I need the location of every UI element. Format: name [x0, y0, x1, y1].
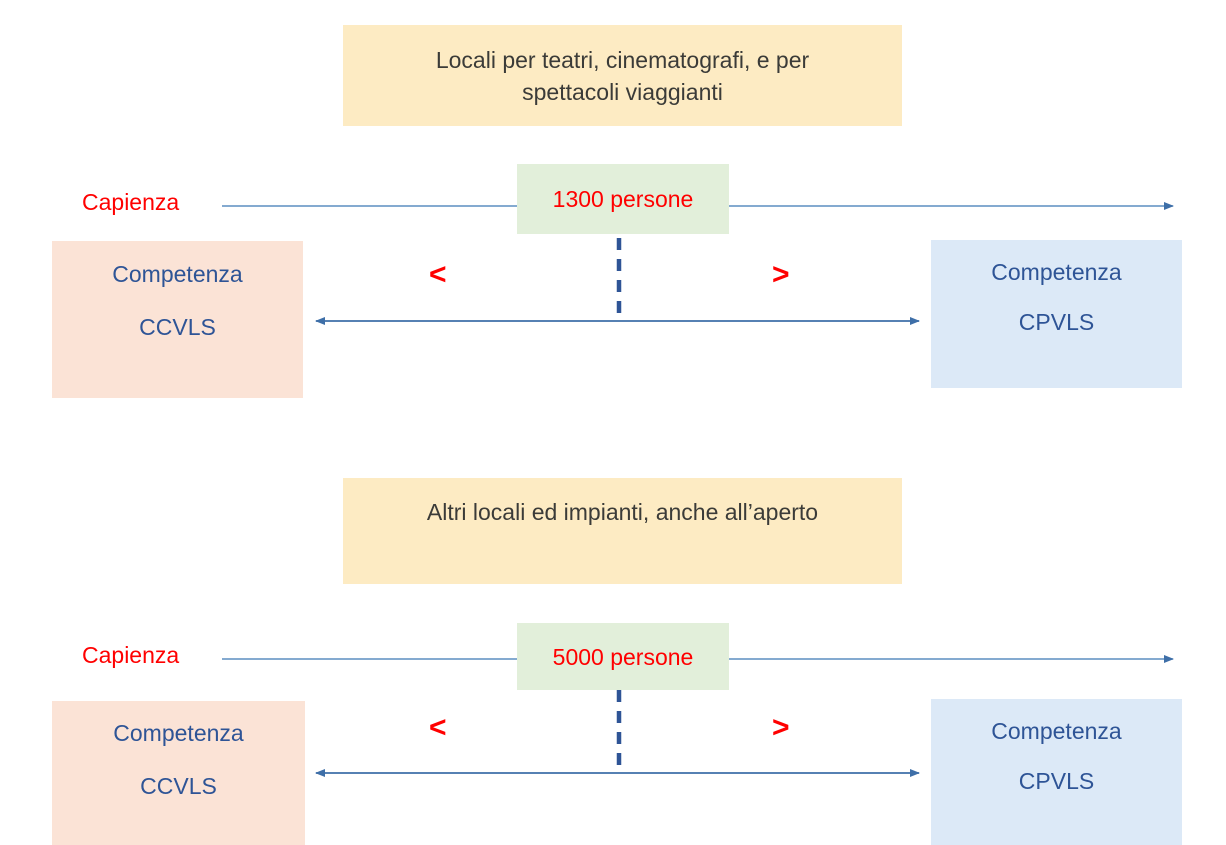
competence-right-line1-1: Competenza	[991, 259, 1122, 285]
competence-left-line2-2: CCVLS	[140, 773, 217, 799]
competence-left-box-1: Competenza CCVLS	[52, 241, 303, 398]
capacity-threshold-2: 5000 persone	[552, 643, 694, 670]
comparison-greater-2: >	[772, 711, 790, 744]
comparison-greater-1: >	[772, 258, 790, 291]
comparison-less-2: <	[429, 711, 447, 744]
category-title-2: Altri locali ed impianti, anche all’aper…	[426, 499, 819, 525]
competence-left-line1-2: Competenza	[113, 720, 244, 746]
competence-right-box-1: Competenza CPVLS	[931, 240, 1182, 388]
capacity-box-1: 1300 persone	[517, 164, 729, 234]
competence-right-line2-2: CPVLS	[1018, 768, 1095, 794]
capacity-label-2: Capienza	[82, 642, 180, 668]
category-box-1: Locali per teatri, cinematografi, e per …	[343, 25, 902, 126]
category-title-1: Locali per teatri, cinematografi, e per …	[435, 47, 810, 105]
competence-right-line1-2: Competenza	[991, 718, 1122, 744]
category-box-2: Altri locali ed impianti, anche all’aper…	[343, 478, 902, 584]
capacity-threshold-1: 1300 persone	[552, 186, 694, 212]
competence-left-line2-1: CCVLS	[139, 314, 216, 340]
capacity-label-1: Capienza	[82, 189, 180, 215]
competence-left-line1-1: Competenza	[112, 261, 243, 287]
capacity-box-2: 5000 persone	[517, 623, 729, 690]
competence-right-line2-1: CPVLS	[1018, 309, 1095, 335]
competence-left-box-2: Competenza CCVLS	[52, 701, 305, 845]
competence-right-box-2: Competenza CPVLS	[931, 699, 1182, 845]
comparison-less-1: <	[429, 258, 447, 291]
